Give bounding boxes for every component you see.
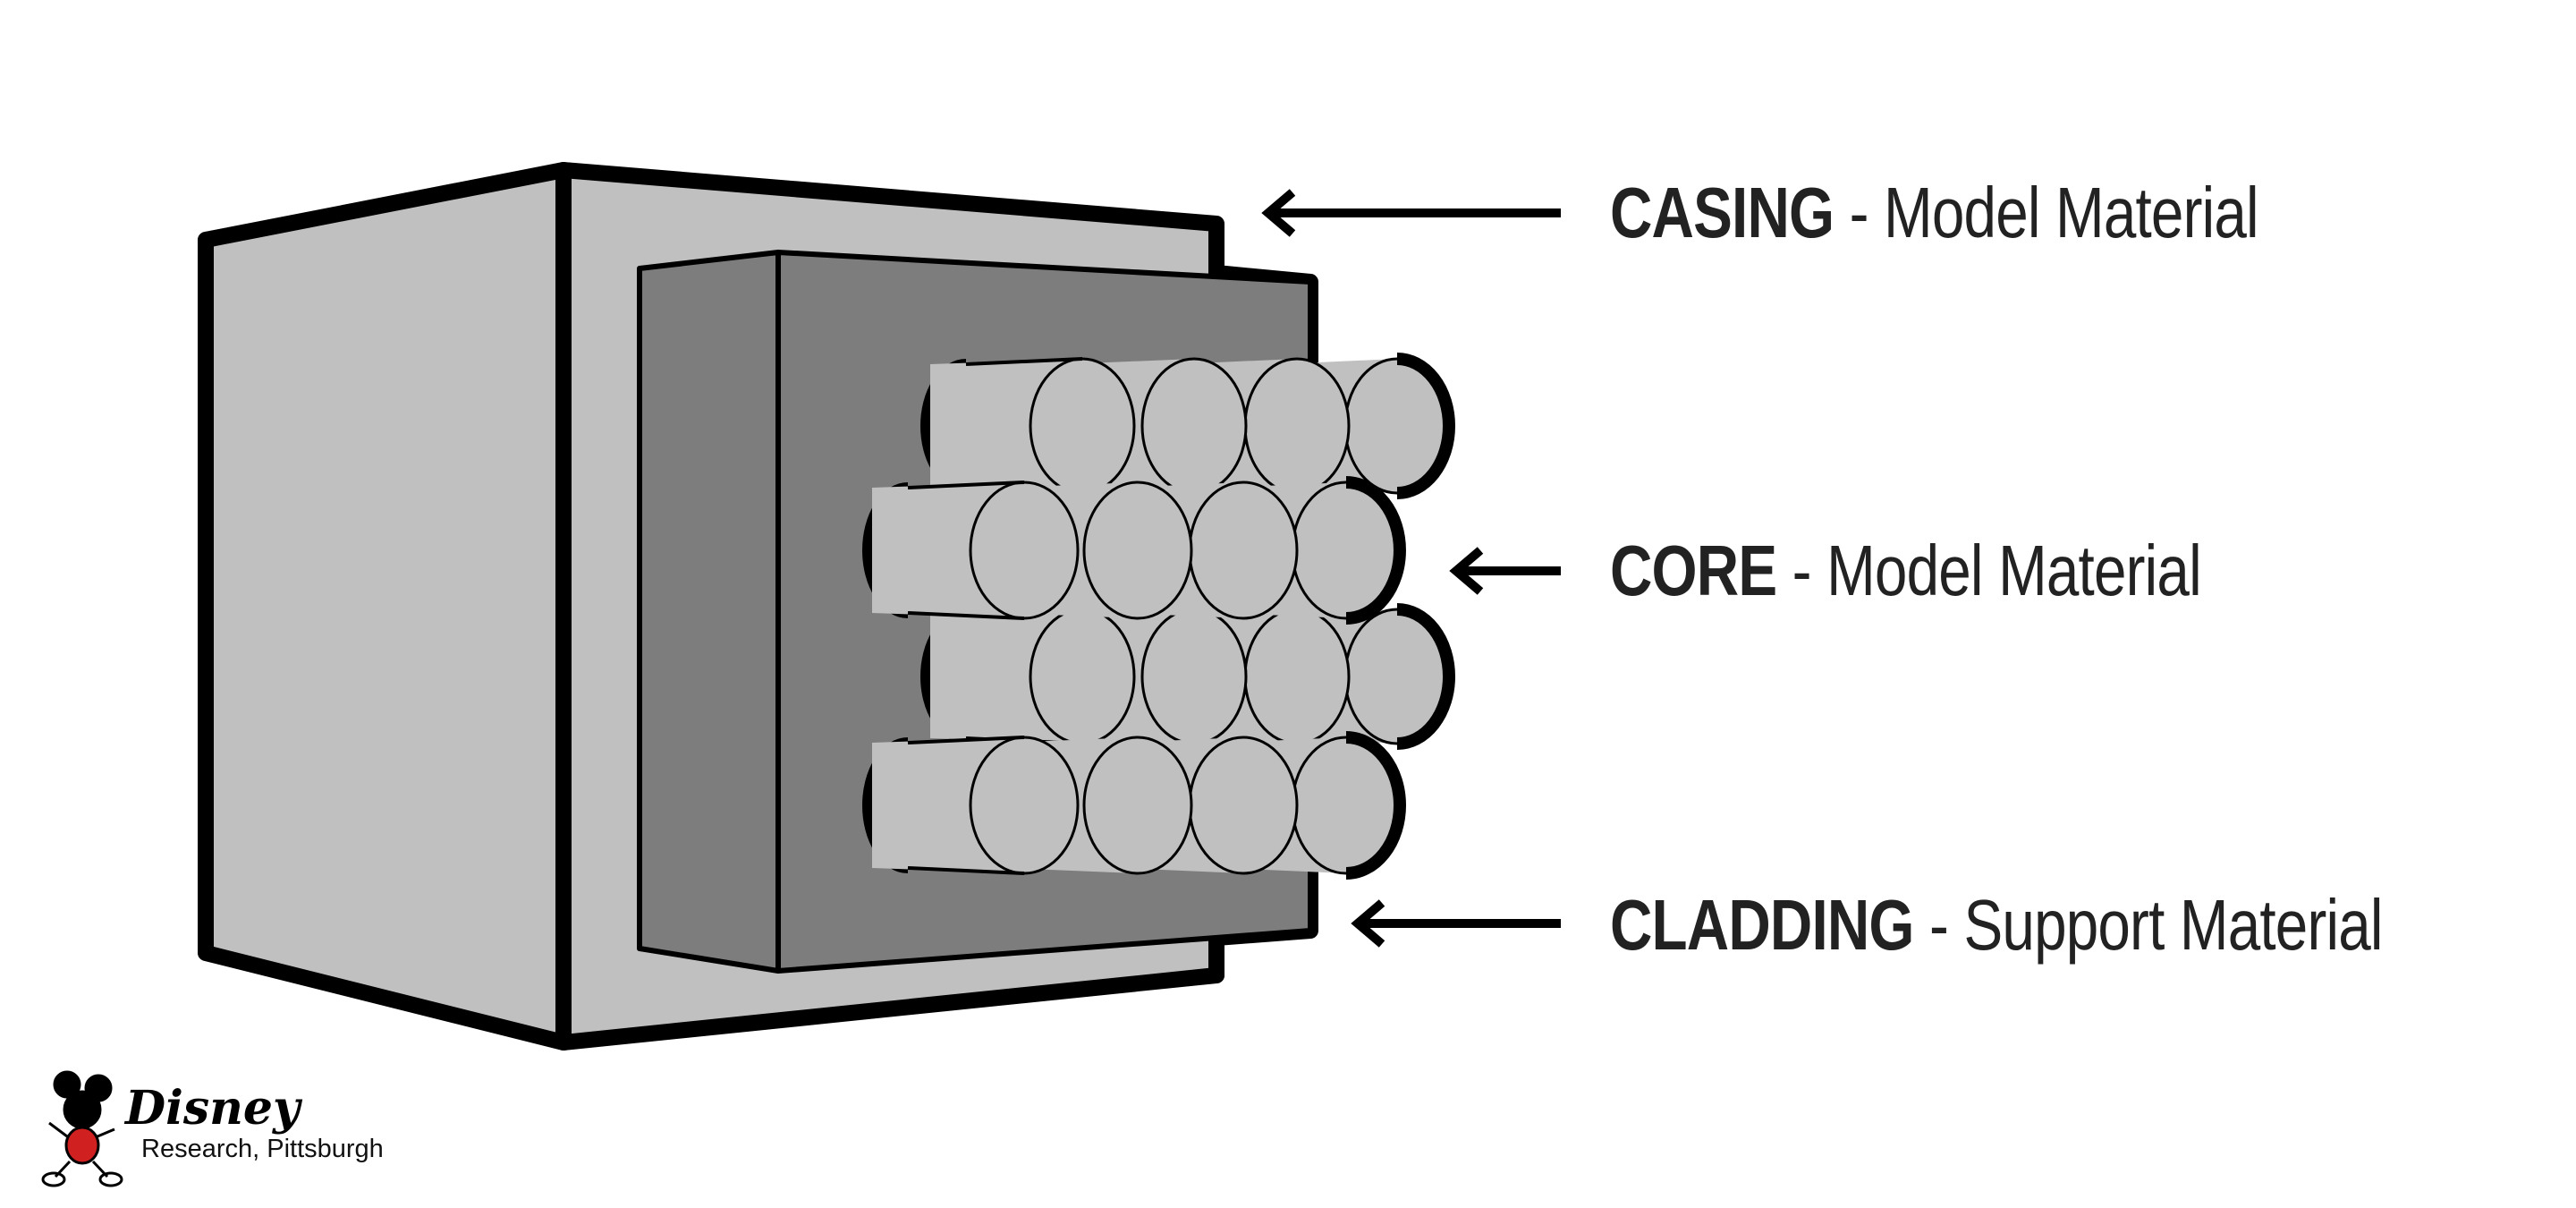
cladding-label: CLADDING - Support Material: [1610, 889, 2383, 961]
casing-arrow: [1261, 189, 1561, 237]
casing-label: CASING - Model Material: [1610, 177, 2259, 249]
core-rod-end: [1029, 608, 1136, 745]
core-rod-end: [1082, 736, 1193, 875]
cladding-desc: - Support Material: [1913, 885, 2383, 965]
logo-subtitle: Research, Pittsburgh: [141, 1135, 384, 1163]
core-rod-end: [1082, 481, 1193, 620]
cladding-arrow: [1351, 899, 1561, 948]
core-outer-outline: [1396, 353, 1455, 499]
casing-term: CASING: [1610, 173, 1835, 252]
core-outer-outline: [1345, 731, 1406, 880]
core-arrow: [1449, 547, 1561, 595]
casing-left-face: [198, 162, 572, 1051]
core-rod-edge: [907, 481, 1025, 489]
core-desc: - Model Material: [1776, 531, 2202, 610]
core-rod-edge: [907, 736, 1025, 744]
core-rod-end: [969, 481, 1080, 620]
core-rod-end: [1188, 481, 1299, 620]
cladding-left-face: [637, 250, 781, 974]
core-rod-end: [1188, 736, 1299, 875]
core-label: CORE - Model Material: [1610, 535, 2202, 607]
core-rod-end: [969, 736, 1080, 875]
core-rod-edge: [907, 866, 1025, 875]
core: [862, 353, 1455, 880]
core-outer-outline: [1345, 476, 1406, 625]
core-rod-end: [1243, 357, 1351, 495]
core-rod-edge: [965, 357, 1083, 366]
core-outer-outline: [1396, 603, 1455, 750]
core-rod-end: [1140, 608, 1248, 745]
core-rod-end: [1029, 357, 1136, 495]
core-rod-edge: [907, 611, 1025, 620]
casing-desc: - Model Material: [1834, 173, 2259, 252]
core-rod-end: [1243, 608, 1351, 745]
mickey-mouse-logo: [41, 1070, 123, 1187]
cladding-term: CLADDING: [1610, 885, 1914, 965]
arrows: [1261, 189, 1561, 948]
disney-wordmark: Disney: [125, 1081, 301, 1136]
core-rod-end: [1140, 357, 1248, 495]
core-term: CORE: [1610, 531, 1777, 610]
